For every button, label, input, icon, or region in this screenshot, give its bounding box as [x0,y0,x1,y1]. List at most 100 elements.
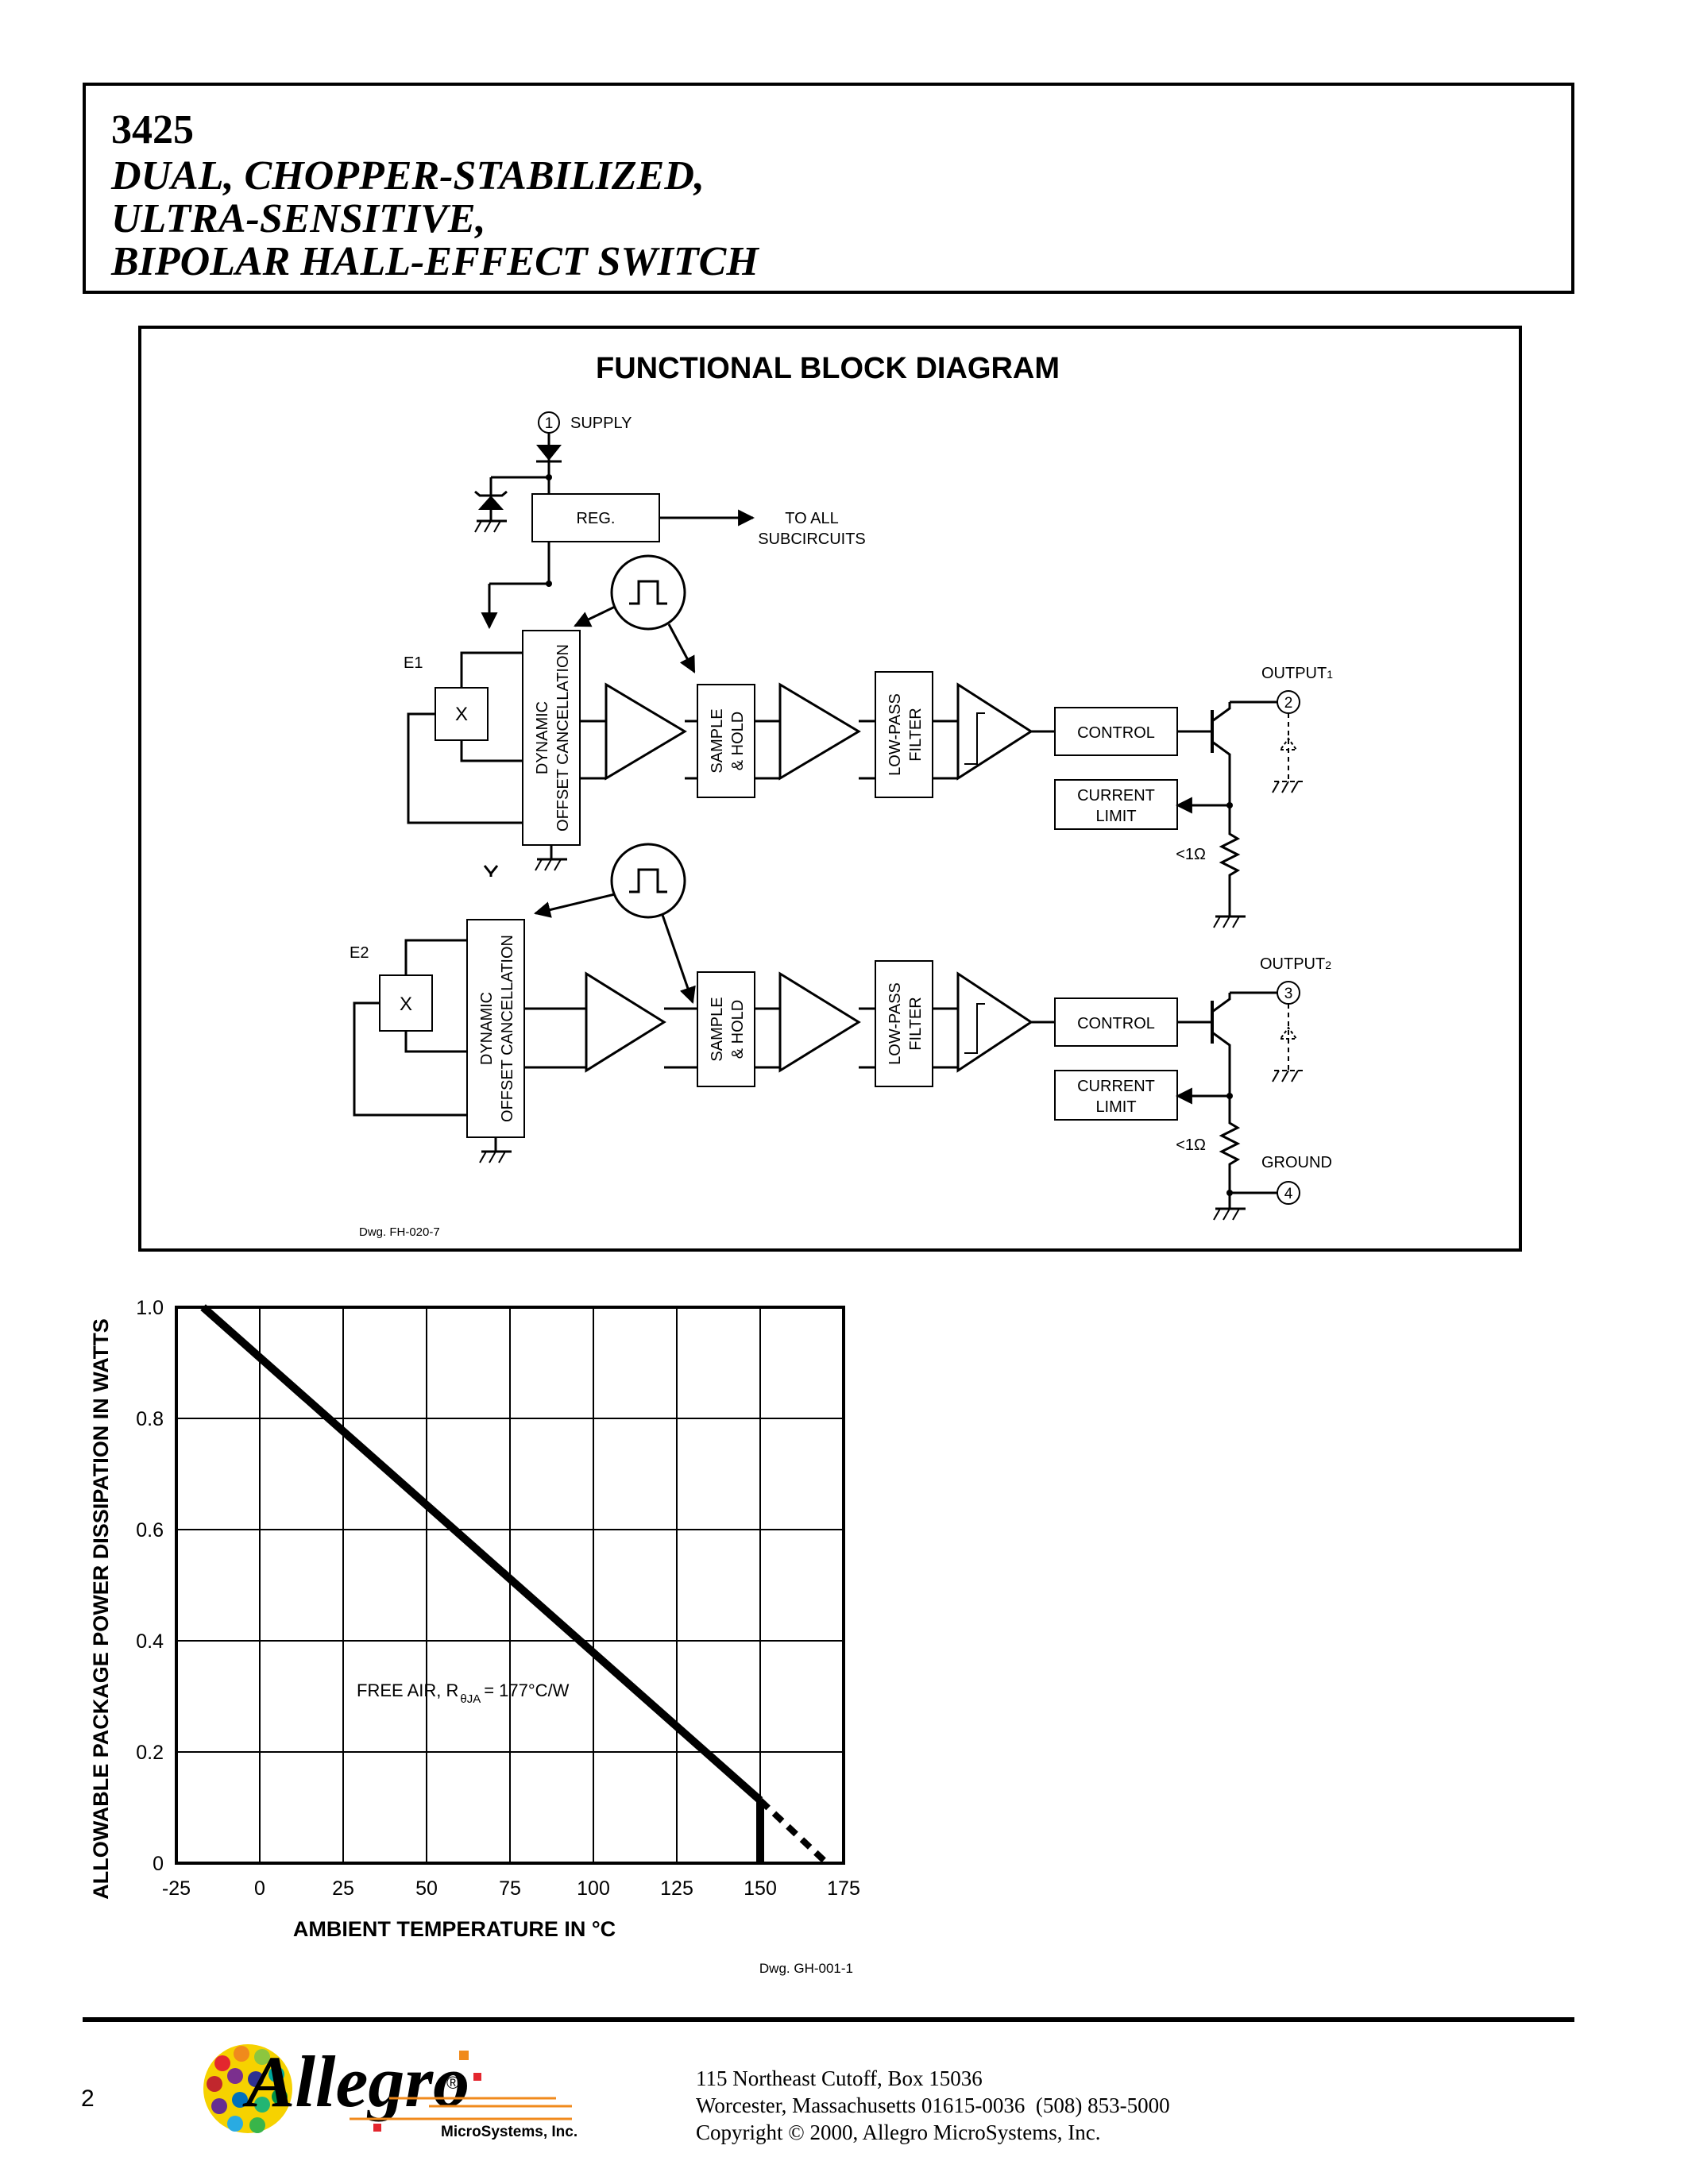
current-limit-block-2 [1054,1070,1178,1121]
pin-4-circle [1277,1181,1300,1205]
address-block: 115 Northeast Cutoff, Box 15036 Worceste… [696,2065,1170,2146]
logo-subtitle: MicroSystems, Inc. [441,2124,577,2140]
square-wave-1-icon [629,580,667,605]
multiplier-2-label: X [400,994,412,1015]
chart-svg: ALLOWABLE PACKAGE POWER DISSIPATION IN W… [89,1297,860,1976]
subcircuits-line-2: SUBCIRCUITS [758,531,866,548]
reg-label: REG. [577,510,616,527]
dynamic-1-line-2: OFFSET CANCELLATION [554,644,572,832]
clock-1-circle [610,554,686,631]
x-tick-label: 75 [499,1877,521,1900]
control-block-1 [1054,707,1178,756]
hysteresis-1-icon [964,712,985,765]
current-limit-1-line-1: CURRENT [1077,787,1155,805]
resistor-2-label: <1Ω [1176,1136,1206,1154]
x-tick-label: 175 [827,1877,860,1900]
y-tick-label: 0.8 [136,1408,164,1430]
functional-block-diagram: FUNCTIONAL BLOCK DIAGRAM 1 SUPPLY REG. T… [138,326,1522,1252]
schmitt-trigger-2 [956,971,1033,1073]
address-line-2: Worcester, Massachusetts 01615-0036 (508… [696,2093,1170,2117]
dynamic-1-line-1: DYNAMIC [534,701,551,774]
logo-color-dots [207,2046,288,2133]
y-tick-label: 0.2 [136,1742,164,1764]
pin-4-label: 4 [1284,1186,1293,1202]
sample-hold-2 [697,971,755,1087]
hall-label-e1: E1 [404,654,423,672]
y-axis-label: ALLOWABLE PACKAGE POWER DISSIPATION IN W… [89,1318,113,1900]
clock-2-circle [610,843,686,919]
x-tick-label: 150 [744,1877,777,1900]
amplifier-2b [778,971,861,1073]
title-line-1: DUAL, CHOPPER-STABILIZED, [111,153,705,199]
dynamic-2-line-1: DYNAMIC [478,992,496,1065]
diagram-drawing-number: Dwg. FH-020-7 [359,1225,440,1239]
chart-drawing-number: Dwg. GH-001-1 [759,1961,853,1976]
pin-3-label: 3 [1284,986,1293,1002]
power-derating-chart: ALLOWABLE PACKAGE POWER DISSIPATION IN W… [64,1287,906,1985]
resistor-1-label: <1Ω [1176,846,1206,863]
hall-label-e2: E2 [350,944,369,962]
control-2-label: CONTROL [1077,1015,1155,1032]
pin-1-label: 1 [545,415,554,432]
logo-wordmark: Allegro [242,2041,469,2122]
dynamic-2-line-2: OFFSET CANCELLATION [499,935,516,1122]
hysteresis-2-icon [964,1003,985,1054]
sample-hold-1 [697,684,755,798]
dynamic-offset-block-1 [522,630,581,846]
current-limit-1-line-2: LIMIT [1095,808,1136,825]
sample-1-line-2: & HOLD [729,712,747,770]
plot-frame [175,1306,845,1865]
output1-label: OUTPUT1 [1261,665,1333,682]
supply-label: SUPPLY [570,415,632,432]
subcircuits-line-1: TO ALL [785,510,838,527]
filter-2-line-2: FILTER [907,997,925,1050]
address-line-3: Copyright © 2000, Allegro MicroSystems, … [696,2120,1101,2144]
diagram-heading: FUNCTIONAL BLOCK DIAGRAM [596,352,1060,385]
multiplier-1-label: X [455,704,468,725]
filter-1-line-1: LOW-PASS [886,693,904,776]
zener-diode [478,496,504,510]
y-tick-label: 0.6 [136,1519,164,1542]
address-line-1: 115 Northeast Cutoff, Box 15036 [696,2066,983,2090]
ground-label: GROUND [1261,1154,1332,1171]
x-tick-label: 50 [415,1877,438,1900]
amplifier-2a [585,971,666,1073]
derating-segment-0 [200,1304,763,1804]
current-limit-2-line-2: LIMIT [1095,1098,1136,1116]
sense-resistor-2 [1219,1096,1241,1193]
control-block-2 [1054,997,1178,1047]
current-limit-block-1 [1054,779,1178,830]
allegro-logo: Allegro ® MicroSystems, Inc. [191,2033,635,2144]
supply-diode [536,445,562,461]
low-pass-filter-1 [875,671,933,798]
y-tick-label: 0.4 [136,1630,164,1653]
y-tick-label: 0 [153,1853,164,1875]
regulator-block [531,493,660,542]
x-tick-label: 125 [660,1877,693,1900]
title-line-2: ULTRA-SENSITIVE, [111,196,486,241]
dynamic-offset-block-2 [466,919,525,1138]
sample-1-line-1: SAMPLE [709,708,726,773]
block-diagram-svg: FUNCTIONAL BLOCK DIAGRAM 1 SUPPLY REG. T… [350,352,1333,1239]
low-pass-filter-2 [875,960,933,1087]
footer-rule [83,2017,1574,2022]
y-tick-label: 1.0 [136,1297,164,1319]
square-wave-2-icon [629,868,667,893]
filter-1-line-2: FILTER [907,708,925,761]
title-box: 3425 DUAL, CHOPPER-STABILIZED, ULTRA-SEN… [83,83,1574,294]
derating-segment-1 [758,1797,829,1866]
sample-2-line-1: SAMPLE [709,997,726,1061]
x-tick-label: 0 [254,1877,265,1900]
amplifier-1a [605,682,687,781]
output2-label: OUTPUT2 [1260,955,1331,973]
x-tick-label: -25 [162,1877,191,1900]
title-line-3: BIPOLAR HALL-EFFECT SWITCH [111,239,759,284]
page-number: 2 [81,2086,95,2112]
filter-2-line-1: LOW-PASS [886,982,904,1065]
sense-resistor-1 [1219,805,1241,902]
registered-mark: ® [446,2073,459,2093]
pin-2-label: 2 [1284,695,1293,712]
x-tick-label: 25 [332,1877,354,1900]
x-axis-label: AMBIENT TEMPERATURE IN °C [293,1917,616,1941]
